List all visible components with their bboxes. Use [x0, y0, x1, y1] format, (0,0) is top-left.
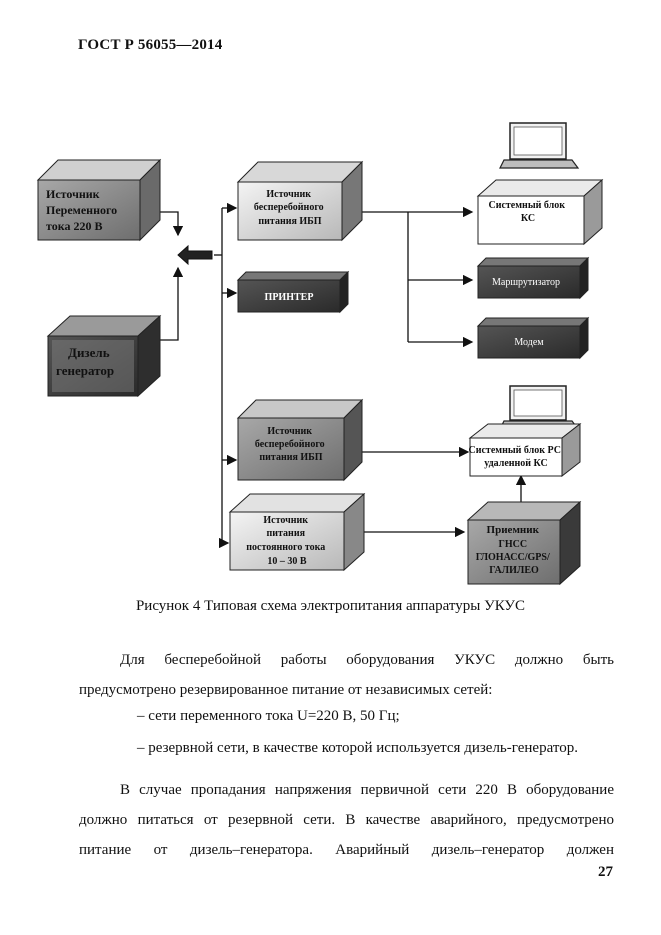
diesel-line1: Дизель: [68, 345, 110, 360]
ac-source-line3: тока 220 В: [46, 219, 102, 233]
power-supply-diagram: Источник Переменного тока 220 В Дизель г…: [36, 122, 604, 586]
paragraph-line: питание от дизель–генератора. Аварийный …: [79, 842, 614, 858]
system-unit-remote-box: Системный блок РС удаленной КС: [469, 422, 582, 478]
diesel-line2: генератор: [56, 363, 114, 378]
ups1-line1: Источник: [266, 189, 311, 200]
ks-line1: Системный блок: [488, 200, 565, 211]
system-unit-ks-box: Системный блок КС: [476, 178, 604, 246]
router-box: Маршрутизатор: [476, 256, 590, 300]
laptop-icon: [499, 385, 580, 430]
remote-line2: удаленной КС: [484, 458, 548, 469]
modem-box: Модем: [476, 316, 590, 360]
svg-text:Системный блок КС: Системный блок КС: [488, 200, 567, 224]
remote-line1: Системный блок РС: [469, 445, 562, 456]
svg-text:Источник бесперебойного: Источник бесперебойного питания ИБП: [255, 426, 327, 463]
ups1-line3: питания ИБП: [258, 216, 321, 227]
printer-label: ПРИНТЕР: [265, 292, 314, 303]
ups-box-1: Источник бесперебойного питания ИБП: [236, 160, 364, 242]
ups1-line2: бесперебойного: [254, 202, 324, 213]
paragraph-line: должно питаться от резервной сети. В кач…: [79, 812, 614, 828]
paragraph-line: В случае пропадания напряжения первичной…: [120, 782, 614, 798]
svg-text:Источник Переменного: Источник Переменного тока 220 В: [46, 187, 120, 233]
router-label: Маршрутизатор: [492, 277, 560, 288]
document-header: ГОСТ Р 56055—2014: [78, 37, 223, 53]
receiver-line1: Приемник: [487, 524, 540, 536]
ac-source-box: Источник Переменного тока 220 В: [36, 158, 162, 242]
modem-label: Модем: [514, 337, 544, 348]
svg-text:Источник бесперебойного: Источник бесперебойного питания ИБП: [254, 189, 326, 227]
page-number: 27: [598, 864, 613, 880]
dc-line4: 10 – 30 В: [267, 556, 307, 567]
ups-box-2: Источник бесперебойного питания ИБП: [236, 398, 364, 482]
ac-source-line2: Переменного: [46, 203, 117, 217]
dc-line2: питания: [267, 528, 306, 539]
svg-text:Дизель генератор: Дизель генератор: [56, 345, 114, 378]
svg-text:Приемник ГНСС ГЛОН: Приемник ГНСС ГЛОНАСС/GPS/ ГАЛИЛЕО: [476, 524, 553, 576]
dc-line1: Источник: [263, 515, 308, 526]
receiver-line2: ГНСС: [498, 539, 527, 550]
dc-source-box: Источник питания постоянного тока 10 – 3…: [228, 492, 366, 572]
bullet-item: – сети переменного тока U=220 В, 50 Гц;: [137, 708, 400, 724]
receiver-line4: ГАЛИЛЕО: [489, 565, 539, 576]
receiver-line3: ГЛОНАСС/GPS/: [476, 552, 550, 563]
paragraph-line: предусмотрено резервированное питание от…: [79, 682, 493, 698]
diesel-generator-box: Дизель генератор: [46, 314, 162, 398]
svg-text:Источник питания п: Источник питания постоянного тока 10 – 3…: [246, 515, 327, 567]
printer-box: ПРИНТЕР: [236, 270, 350, 314]
ac-source-line1: Источник: [46, 187, 100, 201]
svg-text:Системный блок РС удален: Системный блок РС удаленной КС: [469, 445, 564, 469]
figure-caption: Рисунок 4 Типовая схема электропитания а…: [135, 598, 526, 614]
ups2-line1: Источник: [267, 426, 312, 437]
ups2-line2: бесперебойного: [255, 439, 325, 450]
paragraph-line: Для бесперебойной работы оборудования УК…: [120, 652, 614, 668]
junction-arrow-icon: [177, 244, 213, 266]
ups2-line3: питания ИБП: [259, 452, 322, 463]
bullet-item: – резервной сети, в качестве которой исп…: [137, 740, 578, 756]
gnss-receiver-box: Приемник ГНСС ГЛОНАСС/GPS/ ГАЛИЛЕО: [466, 500, 582, 586]
ks-line2: КС: [521, 213, 535, 224]
connector-lines: [160, 202, 527, 549]
paragraph: В случае пропадания напряжения первичной…: [79, 775, 614, 865]
paragraph: Для бесперебойной работы оборудования УК…: [79, 645, 614, 705]
dc-line3: постоянного тока: [246, 542, 325, 553]
laptop-icon: [499, 122, 580, 169]
